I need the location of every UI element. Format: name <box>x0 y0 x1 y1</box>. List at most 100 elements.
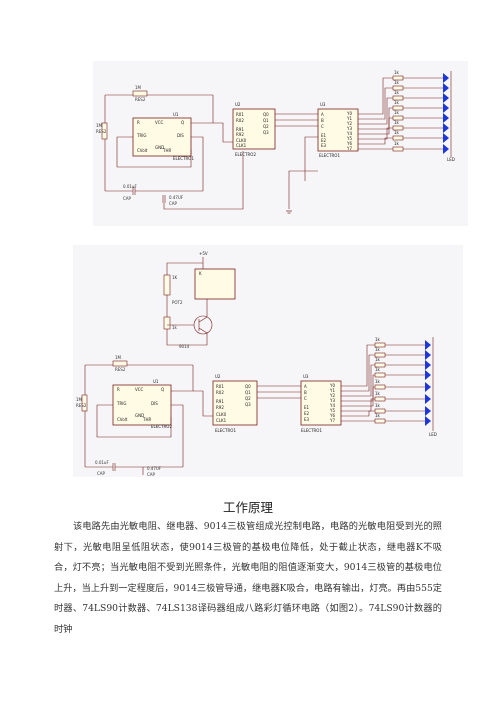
u3-pin-b: B <box>321 118 324 123</box>
u2-pin-clk1: CLK1 <box>216 418 227 423</box>
led-resistor-label: 1k <box>394 141 400 146</box>
resistor-left-name: RES2 <box>96 129 107 134</box>
capacitor-c2-name: CAP <box>169 201 178 206</box>
u3-pin-y6: Y6 <box>346 141 352 146</box>
led-label: LED <box>429 432 437 437</box>
led-bank-2: 1k 1k 1k 1k 1k 1k 1k 1k LED <box>341 337 437 437</box>
u3-pin-y1: Y1 <box>329 388 335 393</box>
u3-pin-y2: Y2 <box>329 393 335 398</box>
u3-pin-y5: Y5 <box>346 136 352 141</box>
body-paragraph: 该电路先由光敏电阻、继电器、9014三极管组成光控制电路，电路的光敏电阻受到光的… <box>54 521 442 635</box>
u1-pin-q: Q <box>161 387 164 392</box>
pot-name: POT2 <box>172 300 183 305</box>
u3-pin-y6: Y6 <box>329 413 335 418</box>
capacitor-c1-value: 0.01uF <box>95 460 109 465</box>
u3-pin-e2: E2 <box>321 138 327 143</box>
capacitor-c1-name: CAP <box>123 196 132 201</box>
u3-pin-a: A <box>321 112 324 117</box>
chip-u3-part: ELECTRO1 <box>319 153 340 158</box>
capacitor-c2-value: 0.47UF <box>147 466 162 471</box>
led-resistor-label: 1k <box>375 403 381 408</box>
relay-k <box>194 268 236 300</box>
led-resistor-label: 1k <box>394 70 400 75</box>
led-resistor-label: 1k <box>375 337 381 342</box>
capacitor-c2-value: 0.47UF <box>169 195 184 200</box>
u3-pin-y3: Y3 <box>329 398 335 403</box>
u1-pin-q: Q <box>181 120 184 125</box>
led-resistor-label: 1k <box>394 120 400 125</box>
resistor-top-name: RES2 <box>135 97 146 102</box>
u1-pin-r: R <box>117 387 120 392</box>
potentiometer-pr <box>163 274 171 296</box>
u1-pin-gnd: GND <box>135 413 144 418</box>
resistor-left-name: RES2 <box>76 403 87 408</box>
u2-pin-clk1: CLK1 <box>236 143 247 148</box>
u1-pin-cvolt: CVolt <box>117 417 128 422</box>
resistor-r-left <box>101 122 108 140</box>
chip-u1-label: U1 <box>173 112 179 117</box>
u1-pin-vcc: VCC <box>155 120 164 125</box>
resistor-top-name: RES2 <box>115 367 126 372</box>
u2-pin-q1: Q1 <box>245 390 251 395</box>
chip-u1-part: ELECTRO1 <box>173 156 194 161</box>
capacitor-c2-name: CAP <box>147 472 156 477</box>
led-resistor-label: 1k <box>375 347 381 352</box>
vcc-label: +5V <box>199 251 208 256</box>
transistor-label: 9014 <box>179 344 190 349</box>
u1-pin-cvolt: CVolt <box>137 148 148 153</box>
led-bank-1: 1k 1k 1k 1k 1k 1k 1k 1k LED <box>358 70 455 162</box>
resistor-left-value: 1M <box>76 397 83 402</box>
u1-pin-thr: THR <box>142 417 151 422</box>
u1-pin-dis: DIS <box>151 401 158 406</box>
schematic-background <box>73 245 463 477</box>
led-resistor-label: 1k <box>375 379 381 384</box>
relay-label: K <box>199 271 202 276</box>
u2-pin-q2: Q2 <box>263 124 269 129</box>
chip-u3 <box>300 380 342 426</box>
resistor-r-left <box>81 394 88 412</box>
chip-u3-part: ELECTRO1 <box>301 428 322 433</box>
resistor-top-value: 1M <box>115 355 122 360</box>
u3-pin-y7: Y7 <box>329 418 335 423</box>
resistor-left-value: 1M <box>96 123 103 128</box>
u3-pin-e3: E3 <box>304 417 310 422</box>
schematic-figure-1: 1M RES2 1M RES2 U1 R VCC Q TRIG DIS THR … <box>93 61 468 226</box>
u2-pin-r01: R01 <box>216 384 224 389</box>
led-resistor-label: 1k <box>394 90 400 95</box>
u3-pin-c: C <box>321 124 324 129</box>
chip-u2-label: U2 <box>215 374 221 379</box>
u2-pin-r01: R01 <box>236 112 244 117</box>
u3-pin-a: A <box>304 384 307 389</box>
led-resistor-label: 1k <box>394 130 400 135</box>
u2-pin-q0: Q0 <box>263 112 269 117</box>
u3-pin-e1: E1 <box>321 133 327 138</box>
led-resistor-label: 1k <box>375 367 381 372</box>
schematic-figure-2: +5V 1K POT2 K 1k 9014 1M RES2 1M RES2 U1… <box>73 245 463 477</box>
led-resistor-label: 1k <box>394 100 400 105</box>
led-resistor-label: 1k <box>375 357 381 362</box>
u1-pin-trig: TRIG <box>136 133 147 138</box>
u3-pin-y5: Y5 <box>329 408 335 413</box>
chip-u1-label: U1 <box>153 379 159 384</box>
chip-u2 <box>212 380 258 426</box>
u3-pin-c: C <box>304 396 307 401</box>
u2-pin-q1: Q1 <box>263 118 269 123</box>
section-title: 工作原理 <box>222 500 273 515</box>
u3-pin-y4: Y4 <box>346 131 352 136</box>
u1-pin-trig: TRIG <box>116 401 127 406</box>
capacitor-c1-name: CAP <box>97 471 106 476</box>
chip-u2-part: ELECTRO1 <box>215 428 236 433</box>
u3-pin-y0: Y0 <box>346 111 352 116</box>
chip-u2-label: U2 <box>235 102 241 107</box>
u2-pin-clk0: CLK0 <box>236 138 247 143</box>
chip-u3-label: U3 <box>320 102 326 107</box>
chip-u2-part: ELECTRO2 <box>235 152 256 157</box>
led-resistor-label: 1k <box>375 413 381 418</box>
chip-u3 <box>317 108 359 152</box>
u3-pin-y7: Y7 <box>346 146 352 151</box>
u2-pin-clk0: CLK0 <box>216 412 227 417</box>
u3-pin-b: B <box>304 390 307 395</box>
resistor-r-top <box>132 90 148 97</box>
chip-u2 <box>232 108 276 150</box>
chip-u1 <box>112 384 172 426</box>
